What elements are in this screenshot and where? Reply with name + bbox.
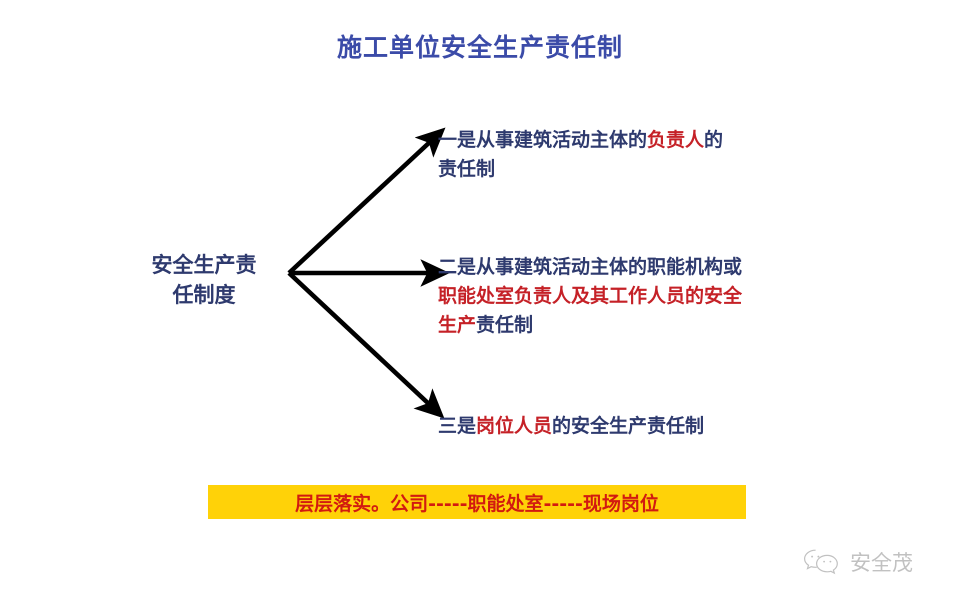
branch-2-line-2-seg-1: 职能处室负责人及其工作人员的安全 <box>438 285 743 307</box>
summary-banner-text: 层层落实。公司-----职能处室-----现场岗位 <box>295 492 659 515</box>
branch-1-line-1-seg-1: 一是从事建筑活动主体的 <box>438 129 648 151</box>
branch-3-line-1-seg-1: 三是 <box>438 415 477 437</box>
branch-1-line-2: 责任制 <box>438 155 723 184</box>
branch-2-line-1: 二是从事建筑活动主体的职能机构或 <box>438 253 742 282</box>
branch-1-line-1-seg-2: 负责人 <box>647 129 705 151</box>
watermark: 安全茂 <box>802 540 952 584</box>
watermark-text: 安全茂 <box>850 551 913 575</box>
branch-3-line-1-seg-3: 的安全生产责任制 <box>552 415 705 437</box>
arrow-to-branch-1 <box>287 127 446 275</box>
branch-item-2: 二是从事建筑活动主体的职能机构或职能处室负责人及其工作人员的安全生产责任制 <box>438 253 742 340</box>
root-node-line-1: 安全生产责 <box>151 252 257 277</box>
page-title: 施工单位安全生产责任制 <box>336 33 623 62</box>
branch-3-line-1: 三是岗位人员的安全生产责任制 <box>438 412 704 441</box>
branch-1-line-2-seg-1: 责任制 <box>438 158 496 180</box>
branch-item-3: 三是岗位人员的安全生产责任制 <box>438 412 704 441</box>
summary-banner: 层层落实。公司-----职能处室-----现场岗位 <box>208 485 746 519</box>
arrow-to-branch-3 <box>287 271 445 419</box>
branch-1-line-1-seg-3: 的 <box>704 129 724 151</box>
root-node-line-2: 任制度 <box>172 282 236 307</box>
wechat-logo-icon <box>802 547 842 577</box>
branch-3-line-1-seg-2: 岗位人员 <box>476 415 553 437</box>
branch-2-line-1-seg-1: 二是从事建筑活动主体的职能机构或 <box>438 256 743 278</box>
branch-1-line-1: 一是从事建筑活动主体的负责人的 <box>438 126 723 155</box>
branch-item-1: 一是从事建筑活动主体的负责人的责任制 <box>438 126 723 184</box>
root-node: 安全生产责 任制度 <box>128 250 280 310</box>
branch-2-line-2: 职能处室负责人及其工作人员的安全 <box>438 282 742 311</box>
branch-2-line-3-seg-1: 生产 <box>438 314 477 336</box>
branch-2-line-3-seg-2: 责任制 <box>476 314 534 336</box>
branch-2-line-3: 生产责任制 <box>438 311 742 340</box>
